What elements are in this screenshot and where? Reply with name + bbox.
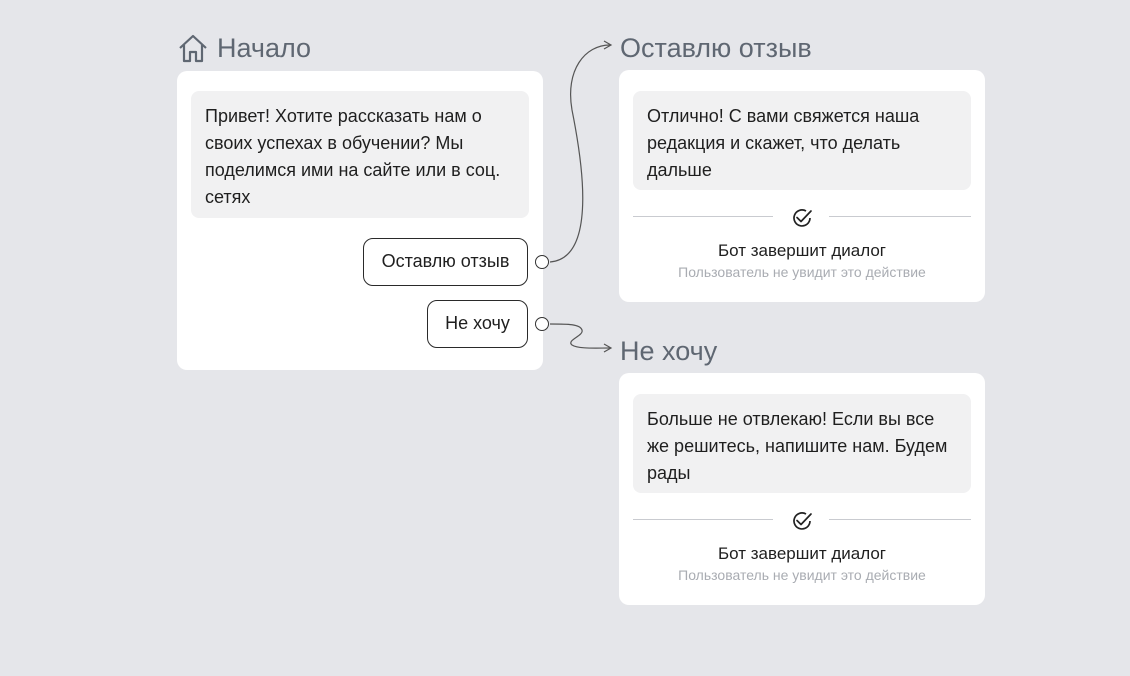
divider-left (633, 519, 773, 520)
end-dialog-subtitle: Пользователь не увидит это действие (678, 264, 926, 280)
end-dialog-subtitle: Пользователь не увидит это действие (678, 567, 926, 583)
home-icon (179, 34, 207, 63)
end-dialog-title: Бот завершит диалог (717, 544, 887, 563)
output-port-decline[interactable] (535, 317, 549, 331)
connector-decline-arrow (603, 343, 613, 353)
review-node-card[interactable]: Отлично! С вами свяжется наша редакция и… (619, 70, 985, 302)
start-node-card[interactable]: Привет! Хотите рассказать нам о своих ус… (177, 71, 543, 370)
divider-right (829, 216, 971, 217)
connector-review (549, 44, 611, 263)
divider-right (829, 519, 971, 520)
connector-decline (549, 323, 611, 349)
reply-button-leave-review[interactable]: Оставлю отзыв (363, 238, 528, 286)
reply-button-decline[interactable]: Не хочу (427, 300, 528, 348)
decline-message-bubble: Больше не отвлекаю! Если вы все же решит… (633, 394, 971, 493)
start-message-bubble: Привет! Хотите рассказать нам о своих ус… (191, 91, 529, 218)
review-message-bubble: Отлично! С вами свяжется наша редакция и… (633, 91, 971, 190)
divider-left (633, 216, 773, 217)
end-dialog-title: Бот завершит диалог (717, 241, 887, 260)
output-port-leave-review[interactable] (535, 255, 549, 269)
start-node-title-text: Начало (217, 33, 312, 63)
review-node-title: Оставлю отзыв (620, 33, 812, 63)
decline-node-card[interactable]: Больше не отвлекаю! Если вы все же решит… (619, 373, 985, 605)
start-node-title: Начало (177, 33, 311, 63)
check-circle-icon (793, 209, 812, 227)
check-circle-icon (793, 512, 812, 530)
decline-node-title: Не хочу (620, 336, 718, 366)
connector-review-arrow (603, 40, 613, 50)
